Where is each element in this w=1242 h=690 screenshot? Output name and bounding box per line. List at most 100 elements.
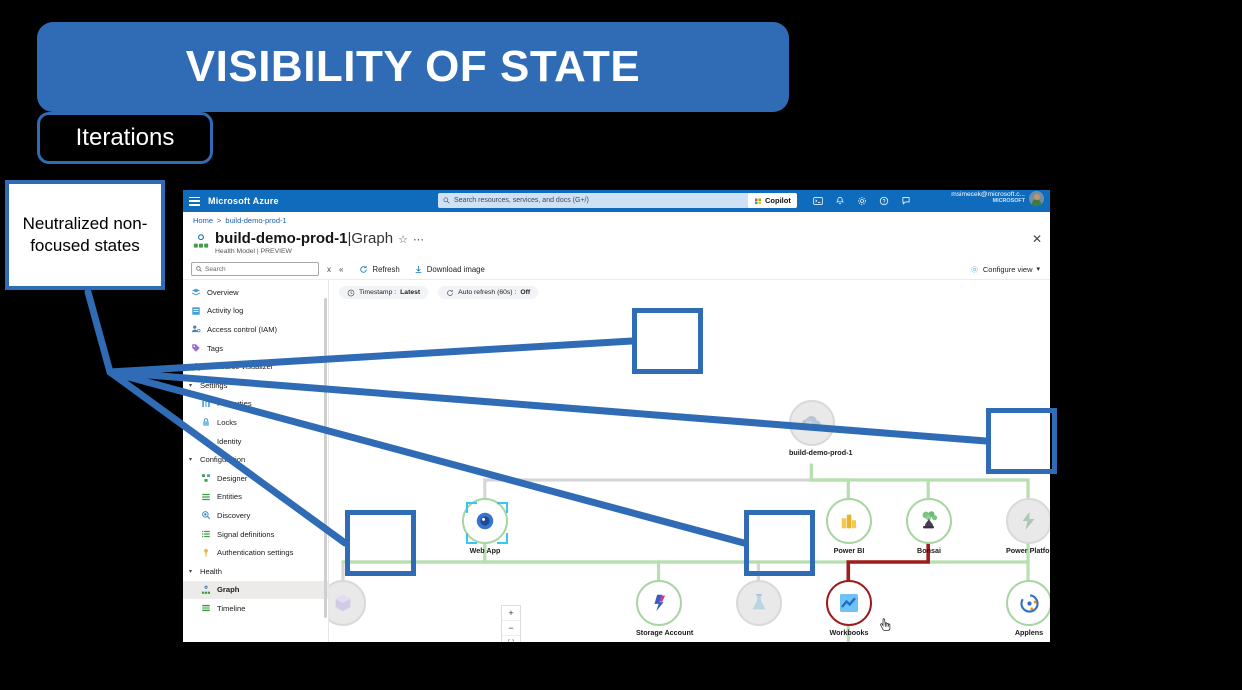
- node-ring: [789, 400, 835, 446]
- sidebar-item-tags[interactable]: Tags: [183, 339, 328, 358]
- search-icon: [196, 266, 202, 272]
- power-platform-icon: [1022, 512, 1035, 530]
- node-label: Power Platform: [1006, 546, 1050, 555]
- global-search-input[interactable]: Search resources, services, and docs (G+…: [438, 193, 753, 208]
- refresh-button[interactable]: Refresh: [359, 265, 400, 274]
- sidebar-item-designer[interactable]: Designer: [183, 469, 328, 488]
- view-name: Graph: [351, 230, 394, 247]
- avatar[interactable]: [1029, 191, 1044, 206]
- search-icon: [443, 197, 450, 204]
- workbooks-icon: [840, 594, 858, 612]
- sidebar-label: Configuration: [200, 455, 246, 465]
- graph-node[interactable]: Power BI: [826, 498, 872, 555]
- sidebar-item-timeline[interactable]: Timeline: [183, 599, 328, 618]
- overview-icon: [191, 288, 201, 296]
- page-title: VISIBILITY OF STATE: [185, 42, 641, 91]
- sidebar-item-signal-definitions[interactable]: Signal definitions: [183, 525, 328, 544]
- sidebar-group-configuration[interactable]: ▾ Configuration: [183, 450, 328, 469]
- breadcrumb-separator: >: [217, 215, 222, 225]
- graph-node[interactable]: Applens: [1006, 580, 1050, 637]
- slide-subtitle: Iterations: [75, 124, 175, 151]
- sidebar-label: Designer: [217, 473, 248, 483]
- sidebar-item-activity-log[interactable]: Activity log: [183, 302, 328, 321]
- search-input[interactable]: Search: [191, 262, 319, 276]
- zoom-in-button[interactable]: +: [502, 606, 520, 621]
- mouse-cursor: [880, 618, 891, 631]
- cloud-shell-icon[interactable]: [813, 196, 823, 206]
- ellipsis-icon[interactable]: ⋯: [412, 234, 424, 246]
- chevron-down-icon: ▾: [189, 382, 193, 389]
- breadcrumb-home[interactable]: Home: [193, 215, 214, 225]
- graph-node[interactable]: Storage Account: [636, 580, 693, 637]
- highlight-box-build-demo-prod-1: [632, 308, 703, 374]
- download-image-button[interactable]: Download image: [414, 265, 485, 274]
- annotation-callout: Neutralized non-focused states: [5, 180, 165, 290]
- search-placeholder: Search: [205, 265, 226, 273]
- resource-visualizer-icon: [191, 362, 201, 371]
- sidebar-item-identity[interactable]: Identity: [183, 432, 328, 451]
- copilot-button[interactable]: Copilot: [748, 193, 797, 208]
- graph-node[interactable]: Bonsai: [906, 498, 952, 555]
- sidebar-item-resource-visualizer[interactable]: Resource visualizer: [183, 357, 328, 376]
- node-label: Applens: [1014, 628, 1044, 637]
- node-label: Workbooks: [829, 628, 869, 637]
- clock-icon: [347, 289, 355, 296]
- close-icon[interactable]: ✕: [1031, 232, 1042, 246]
- configure-view-button[interactable]: Configure view ▾: [970, 265, 1040, 274]
- slide-title-banner: VISIBILITY OF STATE: [37, 22, 789, 112]
- help-question-icon[interactable]: [879, 196, 889, 206]
- lock-icon: [203, 418, 209, 427]
- settings-gear-icon[interactable]: [857, 196, 867, 206]
- sidebar-group-health[interactable]: ▾ Health: [183, 562, 328, 581]
- sidebar-item-locks[interactable]: Locks: [183, 413, 328, 432]
- sidebar-scrollbar[interactable]: [324, 298, 327, 618]
- sidebar-item-overview[interactable]: Overview: [183, 283, 328, 302]
- fit-to-screen-button[interactable]: ⛶: [502, 636, 520, 643]
- refresh-icon: [360, 265, 368, 273]
- feedback-icon[interactable]: [901, 196, 911, 206]
- sidebar-label: Overview: [207, 287, 239, 297]
- applens-icon: [1019, 593, 1039, 613]
- portal-body: Overview Activity log Access control (IA…: [183, 280, 1050, 642]
- sidebar-label: Properties: [217, 399, 252, 409]
- sidebar-item-access-control[interactable]: Access control (IAM): [183, 320, 328, 339]
- auto-refresh-filter[interactable]: Auto refresh (60s) : Off: [438, 286, 539, 299]
- sidebar-group-settings[interactable]: ▾ Settings: [183, 376, 328, 395]
- top-bar-icon-group: [813, 190, 911, 212]
- copilot-label: Copilot: [765, 196, 791, 205]
- graph-node[interactable]: [329, 580, 366, 628]
- designer-icon: [201, 474, 211, 482]
- graph-node[interactable]: [736, 580, 782, 628]
- double-chevron-left-icon[interactable]: «: [339, 264, 344, 274]
- node-selection-brackets: [466, 502, 508, 544]
- bonsai-tree-icon: [922, 511, 938, 529]
- sidebar-item-entities[interactable]: Entities: [183, 488, 328, 507]
- graph-node[interactable]: build-demo-prod-1: [789, 400, 853, 457]
- sidebar-label: Locks: [217, 417, 237, 427]
- auto-refresh-icon: [447, 289, 453, 296]
- sidebar: Overview Activity log Access control (IA…: [183, 280, 329, 642]
- x-icon[interactable]: x: [327, 264, 331, 274]
- sidebar-label: Access control (IAM): [207, 324, 278, 334]
- sidebar-item-graph[interactable]: Graph: [183, 580, 328, 600]
- sidebar-label: Health: [200, 566, 222, 576]
- zoom-out-button[interactable]: −: [502, 621, 520, 636]
- sidebar-item-discovery[interactable]: Discovery: [183, 506, 328, 525]
- sidebar-item-properties[interactable]: Properties: [183, 395, 328, 414]
- breadcrumb-resource[interactable]: build-demo-prod-1: [225, 215, 287, 225]
- graph-node[interactable]: Web App: [462, 498, 508, 555]
- graph-node[interactable]: Workbooks: [826, 580, 872, 637]
- azure-brand-label[interactable]: Microsoft Azure: [208, 196, 279, 206]
- hamburger-icon[interactable]: [189, 196, 200, 206]
- node-label: build-demo-prod-1: [789, 448, 853, 457]
- account-menu[interactable]: msimecek@microsoft.c... MICROSOFT: [951, 191, 1044, 206]
- sidebar-item-authentication-settings[interactable]: Authentication settings: [183, 543, 328, 562]
- configure-gear-icon: [970, 265, 978, 273]
- highlight-box-power-platform: [986, 408, 1057, 474]
- graph-node[interactable]: Power Platform: [1006, 498, 1050, 555]
- node-ring: [1006, 580, 1050, 626]
- notifications-bell-icon[interactable]: [835, 196, 845, 206]
- timestamp-filter[interactable]: Timestamp : Latest: [339, 286, 429, 299]
- entities-icon: [202, 493, 210, 500]
- star-icon[interactable]: ☆: [398, 234, 408, 246]
